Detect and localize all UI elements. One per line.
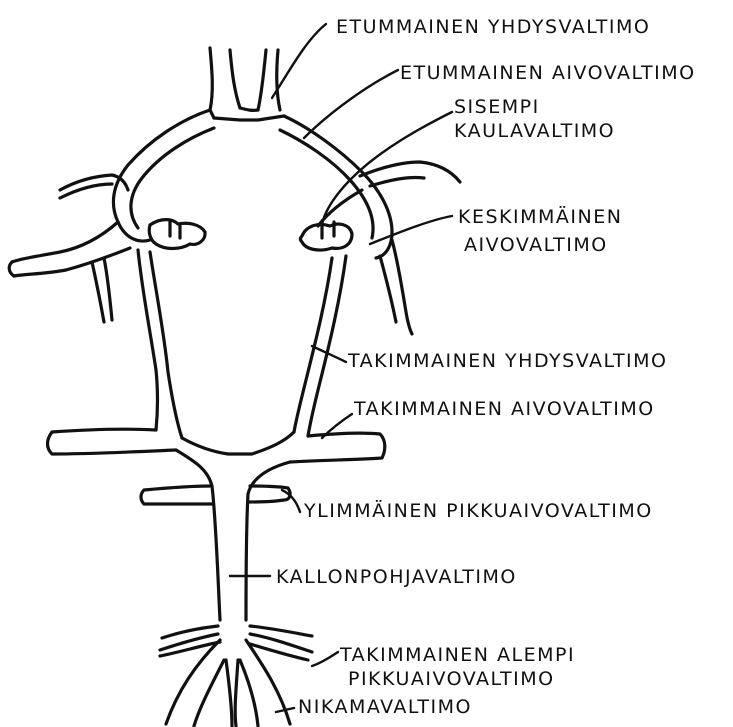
label-middle-cerebral-artery-line2: AIVOVALTIMO xyxy=(464,234,608,256)
label-posterior-communicating-artery: TAKIMMAINEN YHDYSVALTIMO xyxy=(348,350,668,372)
right-vessel-loop xyxy=(280,116,460,334)
posterior-communicating-arteries xyxy=(138,250,346,438)
posterior-inferior-cerebellar-arteries xyxy=(160,626,312,660)
label-superior-cerebellar-artery: YLIMMÄINEN PIKKUAIVOVALTIMO xyxy=(304,500,653,522)
leader-posterior-inferior-cerebellar xyxy=(312,652,338,666)
label-posterior-inferior-cerebellar-artery-line2: PIKKUAIVOVALTIMO xyxy=(348,668,555,690)
left-vessel-loop xyxy=(9,110,214,322)
superior-cerebellar-arteries xyxy=(141,486,290,504)
label-vertebral-artery: NIKAMAVALTIMO xyxy=(298,696,472,718)
label-posterior-cerebral-artery: TAKIMMAINEN AIVOVALTIMO xyxy=(354,398,655,420)
label-posterior-inferior-cerebellar-artery-line1: TAKIMMAINEN ALEMPI xyxy=(340,644,575,666)
label-internal-carotid-artery-line2: KAULAVALTIMO xyxy=(454,120,615,142)
leader-middle-cerebral xyxy=(370,216,452,244)
anterior-communicating-artery xyxy=(214,108,284,120)
leader-anterior-communicating xyxy=(272,24,326,98)
label-anterior-cerebral-artery: ETUMMAINEN AIVOVALTIMO xyxy=(400,62,696,84)
posterior-cerebral-arteries xyxy=(48,429,385,462)
basilar-artery xyxy=(176,450,290,620)
label-anterior-communicating-artery: ETUMMAINEN YHDYSVALTIMO xyxy=(336,16,650,38)
label-internal-carotid-artery-line1: SISEMPI xyxy=(454,96,540,118)
label-basilar-artery: KALLONPOHJAVALTIMO xyxy=(276,566,517,588)
leader-anterior-cerebral xyxy=(304,70,398,138)
label-middle-cerebral-artery-line1: KESKIMMÄINEN xyxy=(458,206,622,228)
vertebral-arteries xyxy=(166,640,290,726)
